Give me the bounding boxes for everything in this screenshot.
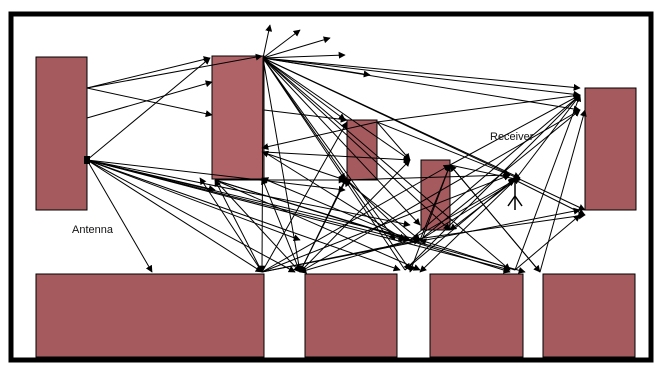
building-left-tall (35, 56, 88, 211)
ray-line (376, 121, 411, 161)
ray-paths (86, 24, 587, 274)
antenna-label: Antenna (72, 224, 114, 236)
ray-line (86, 159, 301, 242)
ray-line (262, 57, 581, 113)
ray-line (419, 238, 516, 271)
ray-line (261, 177, 301, 273)
ray-line (514, 179, 586, 216)
ray-line (262, 57, 303, 273)
ray-line (262, 57, 346, 181)
receiver-label: Receiver (490, 131, 534, 143)
ray-line (299, 179, 346, 273)
building-bottom-3 (429, 273, 524, 358)
ray-line (539, 109, 587, 273)
building-bottom-2 (304, 273, 398, 358)
ray-line (262, 57, 346, 121)
ray-line (376, 92, 581, 123)
ray-line (214, 179, 263, 273)
ray-line (262, 24, 273, 59)
ray-line (86, 159, 511, 272)
ray-line (261, 150, 346, 181)
ray-line (344, 179, 406, 271)
ray-line (262, 51, 346, 59)
ray-line (86, 56, 211, 89)
ray-line (86, 159, 346, 193)
ray-line (214, 179, 301, 273)
ray-line (408, 164, 451, 273)
ray-line (344, 171, 511, 181)
ray-line (262, 57, 581, 98)
ray-line (86, 53, 263, 89)
ray-line (404, 177, 516, 271)
building-bottom-wide (35, 273, 265, 358)
ray-line (376, 121, 511, 176)
ray-line (449, 164, 521, 183)
ray-line (214, 179, 511, 274)
ray-line (261, 177, 411, 241)
ray-line (262, 57, 521, 179)
ray-line (261, 164, 451, 273)
building-right-tall (584, 87, 637, 211)
ray-line (86, 159, 296, 273)
ray-line (262, 36, 331, 59)
ray-line (262, 57, 581, 91)
ray-line (261, 121, 378, 151)
ray-line (514, 94, 581, 181)
ray-line (262, 57, 511, 271)
antenna-marker (84, 156, 90, 164)
ray-line (86, 80, 213, 119)
ray-line (214, 179, 421, 271)
ray-line (262, 57, 451, 231)
building-mid-small (346, 119, 378, 181)
ray-line (514, 214, 581, 271)
ray-line (263, 151, 406, 241)
ray-line (263, 109, 348, 123)
ray-line (514, 94, 582, 271)
ray-line (263, 151, 411, 164)
ray-line (419, 179, 516, 273)
ray-line (86, 87, 213, 118)
ray-line (344, 177, 411, 241)
building-center-tall (211, 55, 265, 180)
ray-line (261, 121, 348, 273)
ray-line (262, 57, 411, 161)
ray-line (258, 57, 266, 273)
ray-line (404, 94, 581, 271)
ray-line (261, 174, 511, 273)
ray-line (449, 164, 541, 273)
ray-line (409, 94, 581, 241)
ray-line (449, 94, 581, 166)
building-bottom-4 (542, 273, 636, 358)
ray-line (86, 159, 401, 272)
ray-line (299, 239, 411, 274)
ray-line (86, 57, 211, 161)
ray-line (409, 179, 516, 241)
receiver-icon (507, 178, 523, 210)
ray-line (262, 57, 411, 271)
ray-line (86, 159, 263, 273)
ray-line (262, 29, 301, 59)
ray-line (262, 57, 396, 241)
buildings (35, 55, 637, 358)
ray-line (199, 177, 263, 273)
ray-line (86, 159, 153, 273)
